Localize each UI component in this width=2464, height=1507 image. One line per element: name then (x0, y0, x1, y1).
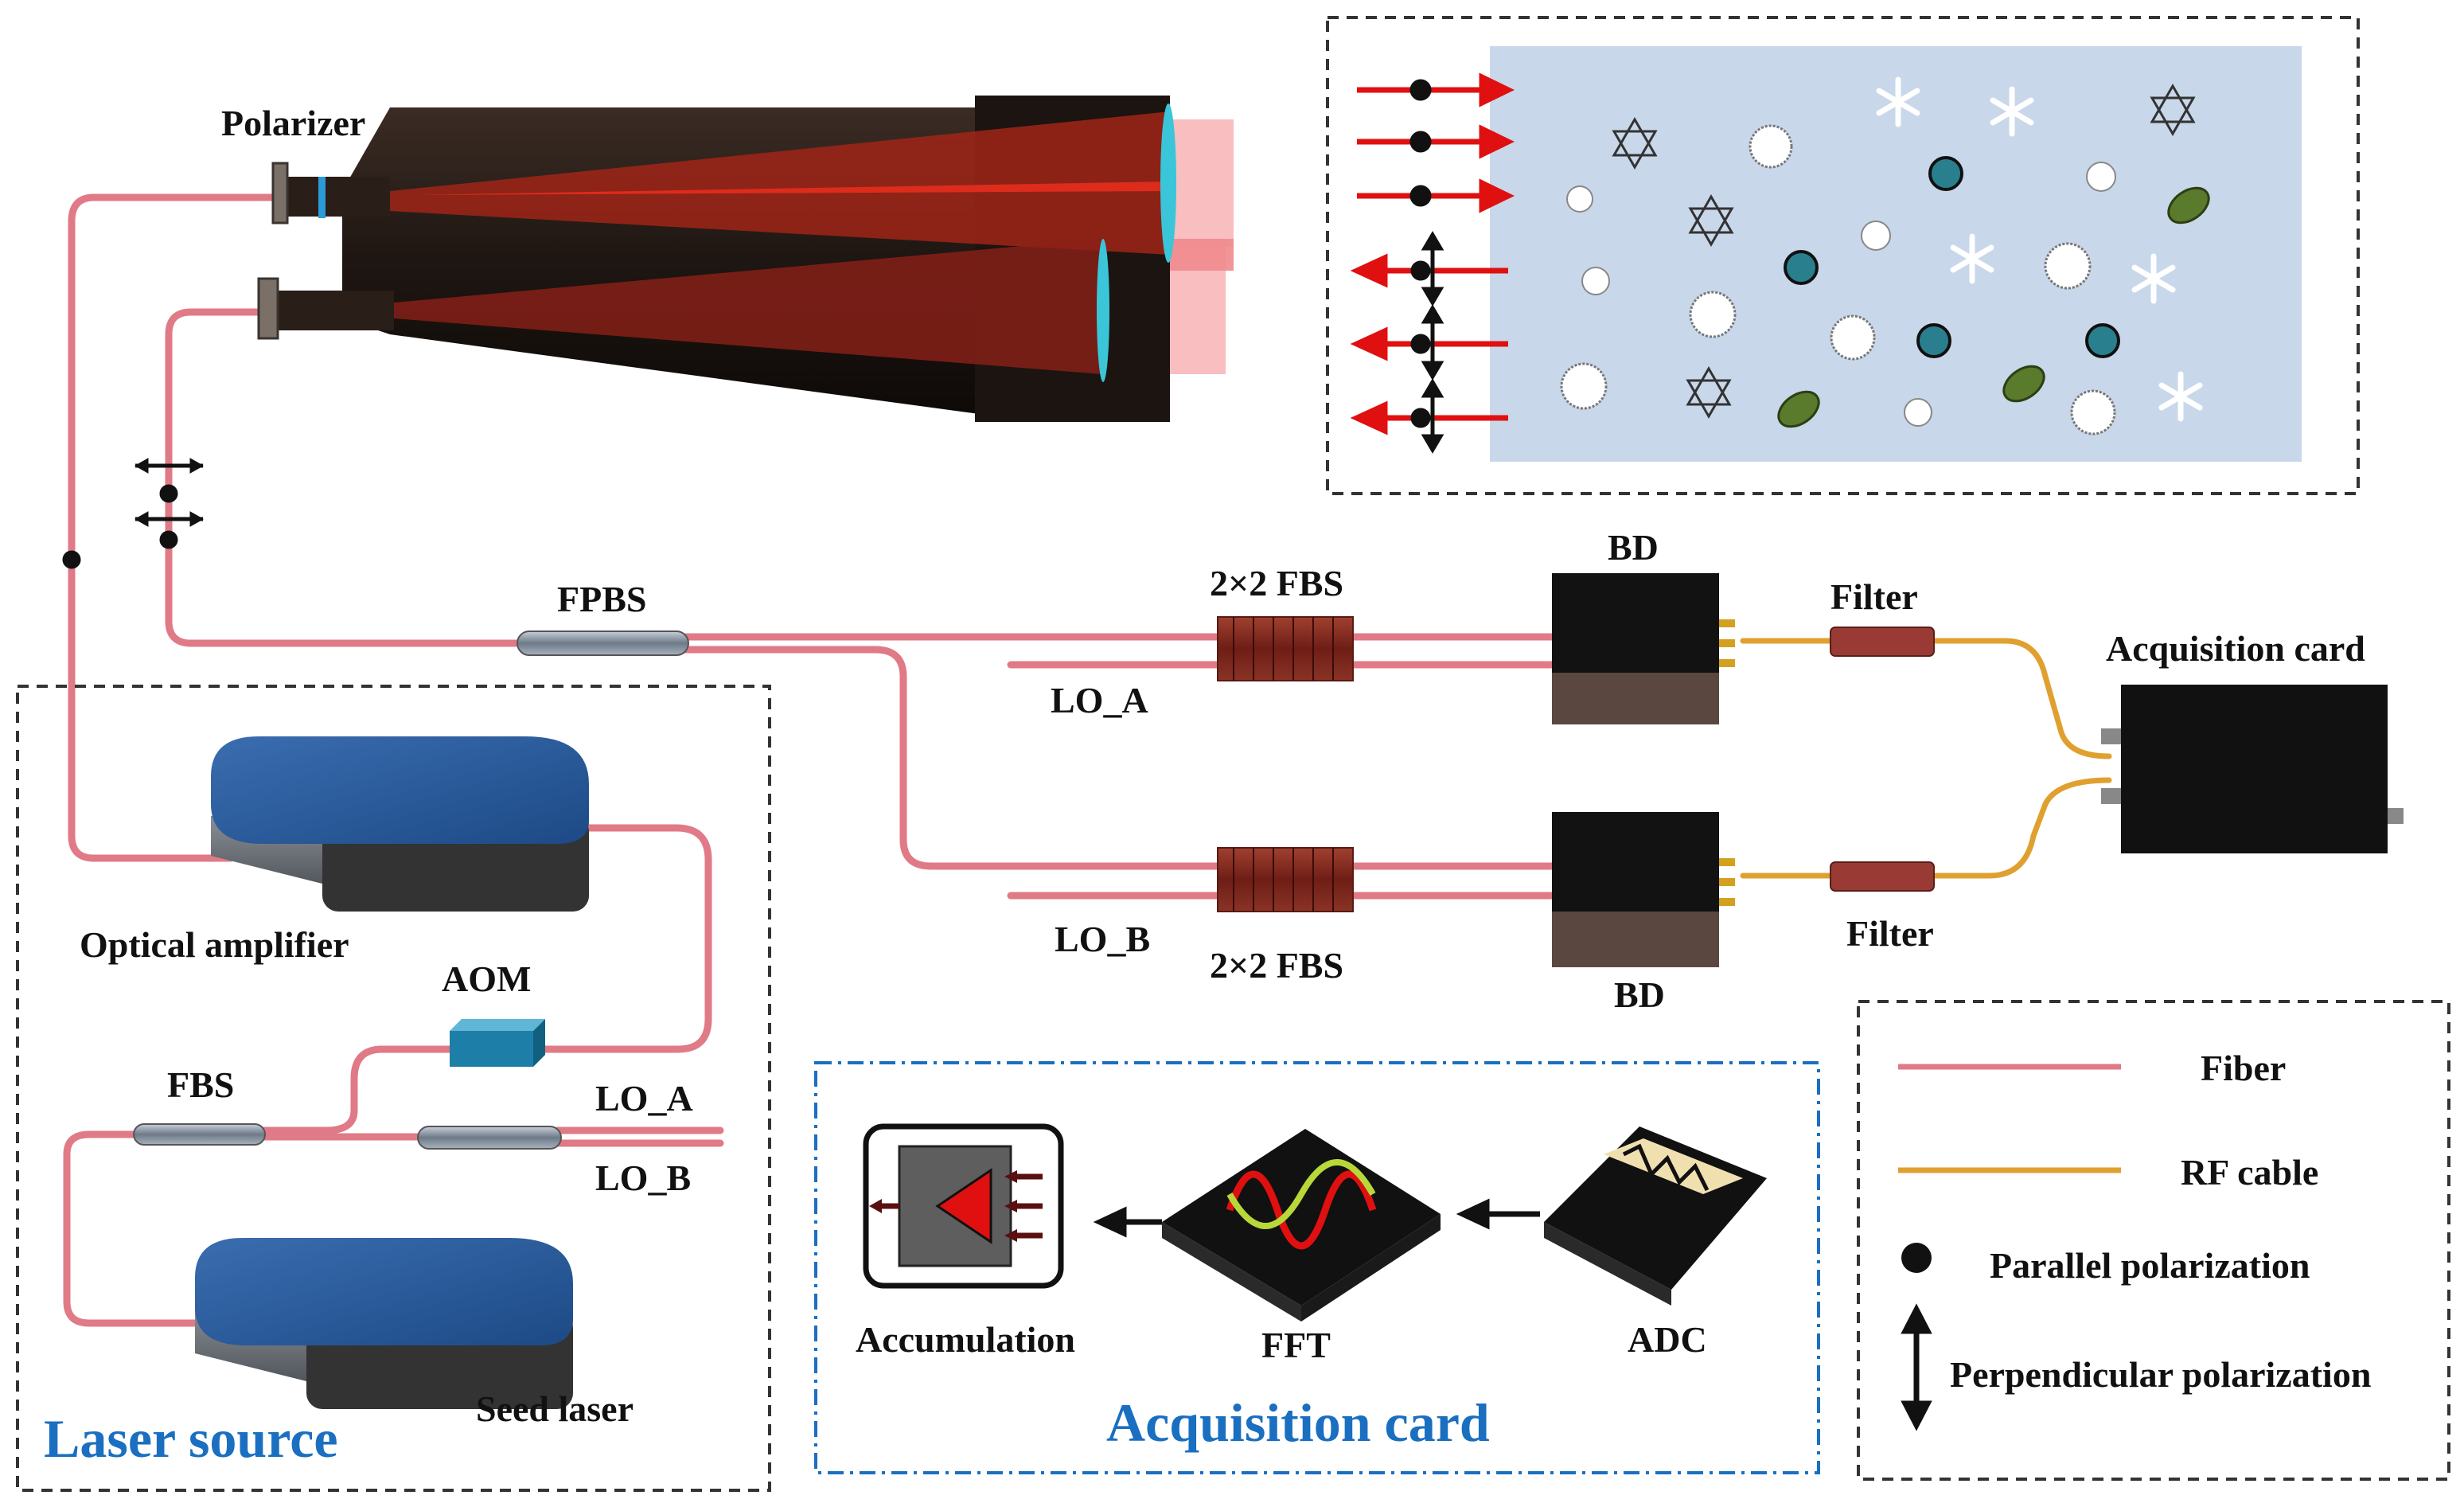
filter-top-label: Filter (1830, 576, 1918, 617)
rf-cables (1740, 638, 2112, 879)
legend-panel (1857, 1000, 2450, 1481)
pol-markers-fiber (62, 458, 205, 569)
bd-bottom (1552, 812, 1735, 967)
filter-bottom-label: Filter (1846, 913, 1934, 954)
polarizer-label: Polarizer (221, 103, 365, 143)
legend-perpendicular-label: Perpendicular polarization (1950, 1354, 2371, 1395)
fiber-amp-aom (529, 824, 712, 1053)
flow-arrows (1093, 1198, 1540, 1238)
fbs2x2-b (1217, 847, 1354, 912)
adc-label: ADC (1628, 1319, 1707, 1360)
fiber-fpbs-b (680, 646, 1222, 870)
fiber-seed-fbs (63, 1130, 203, 1327)
acq-detail-panel (814, 1061, 1820, 1474)
beam-arrows (1350, 72, 1515, 454)
optical-amplifier-label: Optical amplifier (80, 924, 349, 965)
fpbs-label: FPBS (557, 579, 646, 619)
lo-b-label: LO_B (1055, 919, 1150, 959)
accumulation-label: Accumulation (856, 1319, 1075, 1360)
aom-label: AOM (442, 958, 531, 999)
aom (450, 1019, 545, 1067)
fiber-aom-fbs (259, 1045, 454, 1134)
filter-bottom (1830, 861, 1935, 892)
bd-bottom-label: BD (1614, 974, 1665, 1015)
filter-top (1830, 627, 1935, 657)
fbs-coupler (133, 1123, 266, 1146)
fbs2x2-b-label: 2×2 FBS (1210, 945, 1343, 986)
fiber-receive (165, 308, 525, 647)
lo-a-label: LO_A (1051, 680, 1148, 720)
fbs2x2-a (1217, 616, 1354, 681)
legend-parallel-label: Parallel polarization (1990, 1245, 2310, 1286)
fiber-transmit (68, 193, 279, 862)
aerosol-particles (1560, 76, 2210, 435)
legend: Fiber RF cable Parallel polarization Per… (1898, 1048, 2371, 1431)
fft-label: FFT (1261, 1325, 1331, 1365)
laser-lo-b-label: LO_B (595, 1158, 691, 1198)
laser-lo-a-label: LO_A (595, 1078, 693, 1119)
legend-parallel-dot (1901, 1243, 1932, 1273)
legend-perpendicular-arrow (1901, 1303, 1932, 1431)
telescope (257, 96, 1234, 422)
bd-top-label: BD (1608, 527, 1659, 568)
seed-laser (195, 1238, 573, 1409)
lo-splitter-coupler (417, 1126, 562, 1150)
laser-source-title: Laser source (44, 1408, 338, 1469)
acq-card-device (2101, 685, 2404, 853)
laser-source-panel (16, 685, 771, 1492)
bd-top (1552, 573, 1735, 724)
fft-chip (1162, 1129, 1441, 1322)
fbs-label: FBS (167, 1064, 234, 1105)
optical-amplifier (211, 736, 589, 912)
fiber-network (63, 193, 1556, 1327)
fbs2x2-a-label: 2×2 FBS (1210, 563, 1343, 603)
fpbs-coupler (517, 631, 689, 656)
adc-chip (1544, 1126, 1767, 1306)
acq-card-label: Acquisition card (2106, 628, 2365, 669)
parallel-dot (62, 550, 81, 569)
accumulation-icon (863, 1123, 1064, 1289)
legend-fiber-label: Fiber (2201, 1048, 2286, 1088)
legend-rf-label: RF cable (2181, 1152, 2318, 1193)
seed-laser-label: Seed laser (476, 1388, 634, 1429)
polarizer-mount (271, 162, 289, 224)
atmosphere-panel-border (1326, 16, 2360, 495)
acq-card-title: Acquisition card (1106, 1392, 1490, 1453)
